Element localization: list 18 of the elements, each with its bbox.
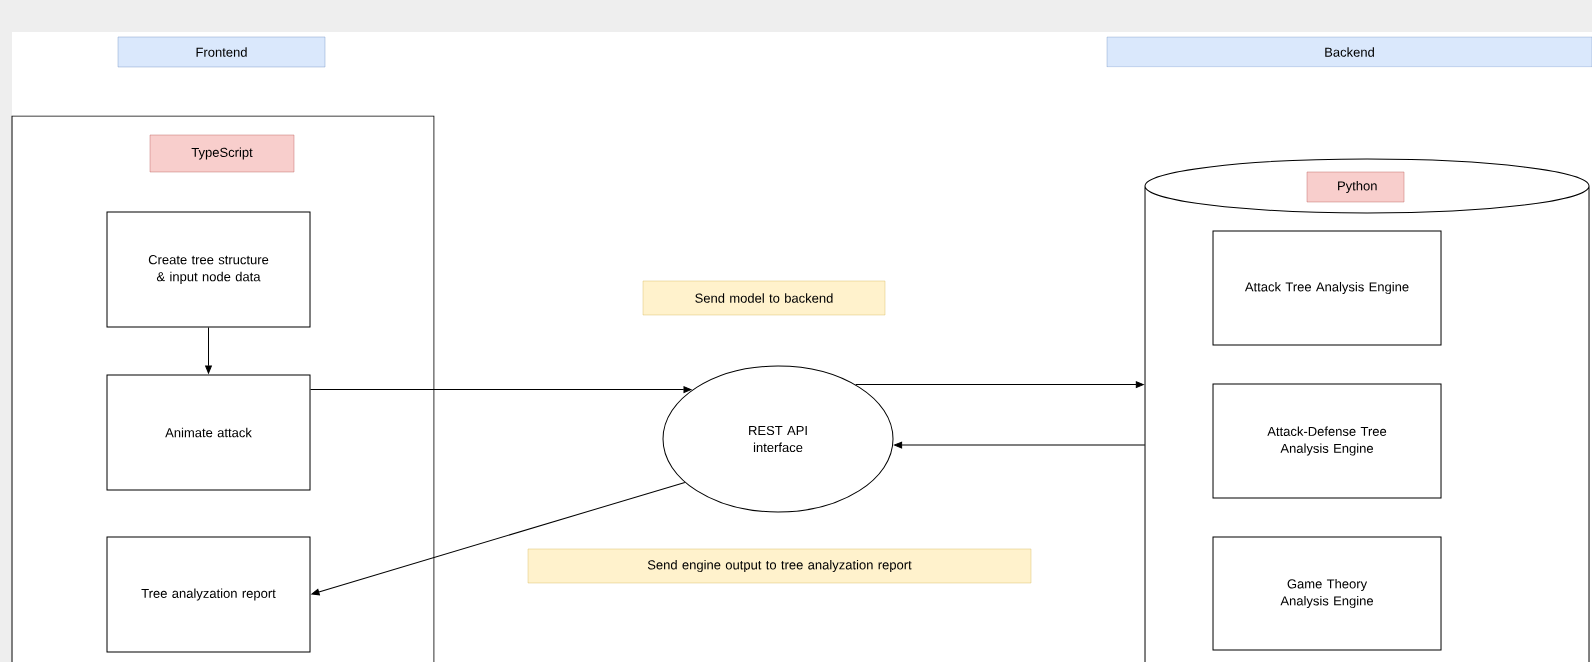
engine-box: Game Theory Analysis Engine [1212,536,1442,651]
arrow [205,327,212,374]
note-box: Send engine output to tree analyzation report [527,548,1032,584]
note-box: Send model to backend [642,280,886,316]
process-box: Animate attack [106,374,311,491]
language-tag: Python [1306,171,1405,203]
arrow [855,381,1144,388]
arrow [311,481,686,596]
arrow [310,386,692,393]
layer-label: Frontend [117,36,326,68]
layer-label: Backend [1106,36,1592,68]
process-box: Tree analyzation report [106,536,311,653]
process-box: Create tree structure & input node data [106,211,311,328]
arrow [894,441,1146,449]
engine-box: Attack-Defense Tree Analysis Engine [1212,383,1442,499]
container-box [11,115,435,662]
language-tag: TypeScript [149,134,295,173]
engine-box: Attack Tree Analysis Engine [1212,230,1442,346]
